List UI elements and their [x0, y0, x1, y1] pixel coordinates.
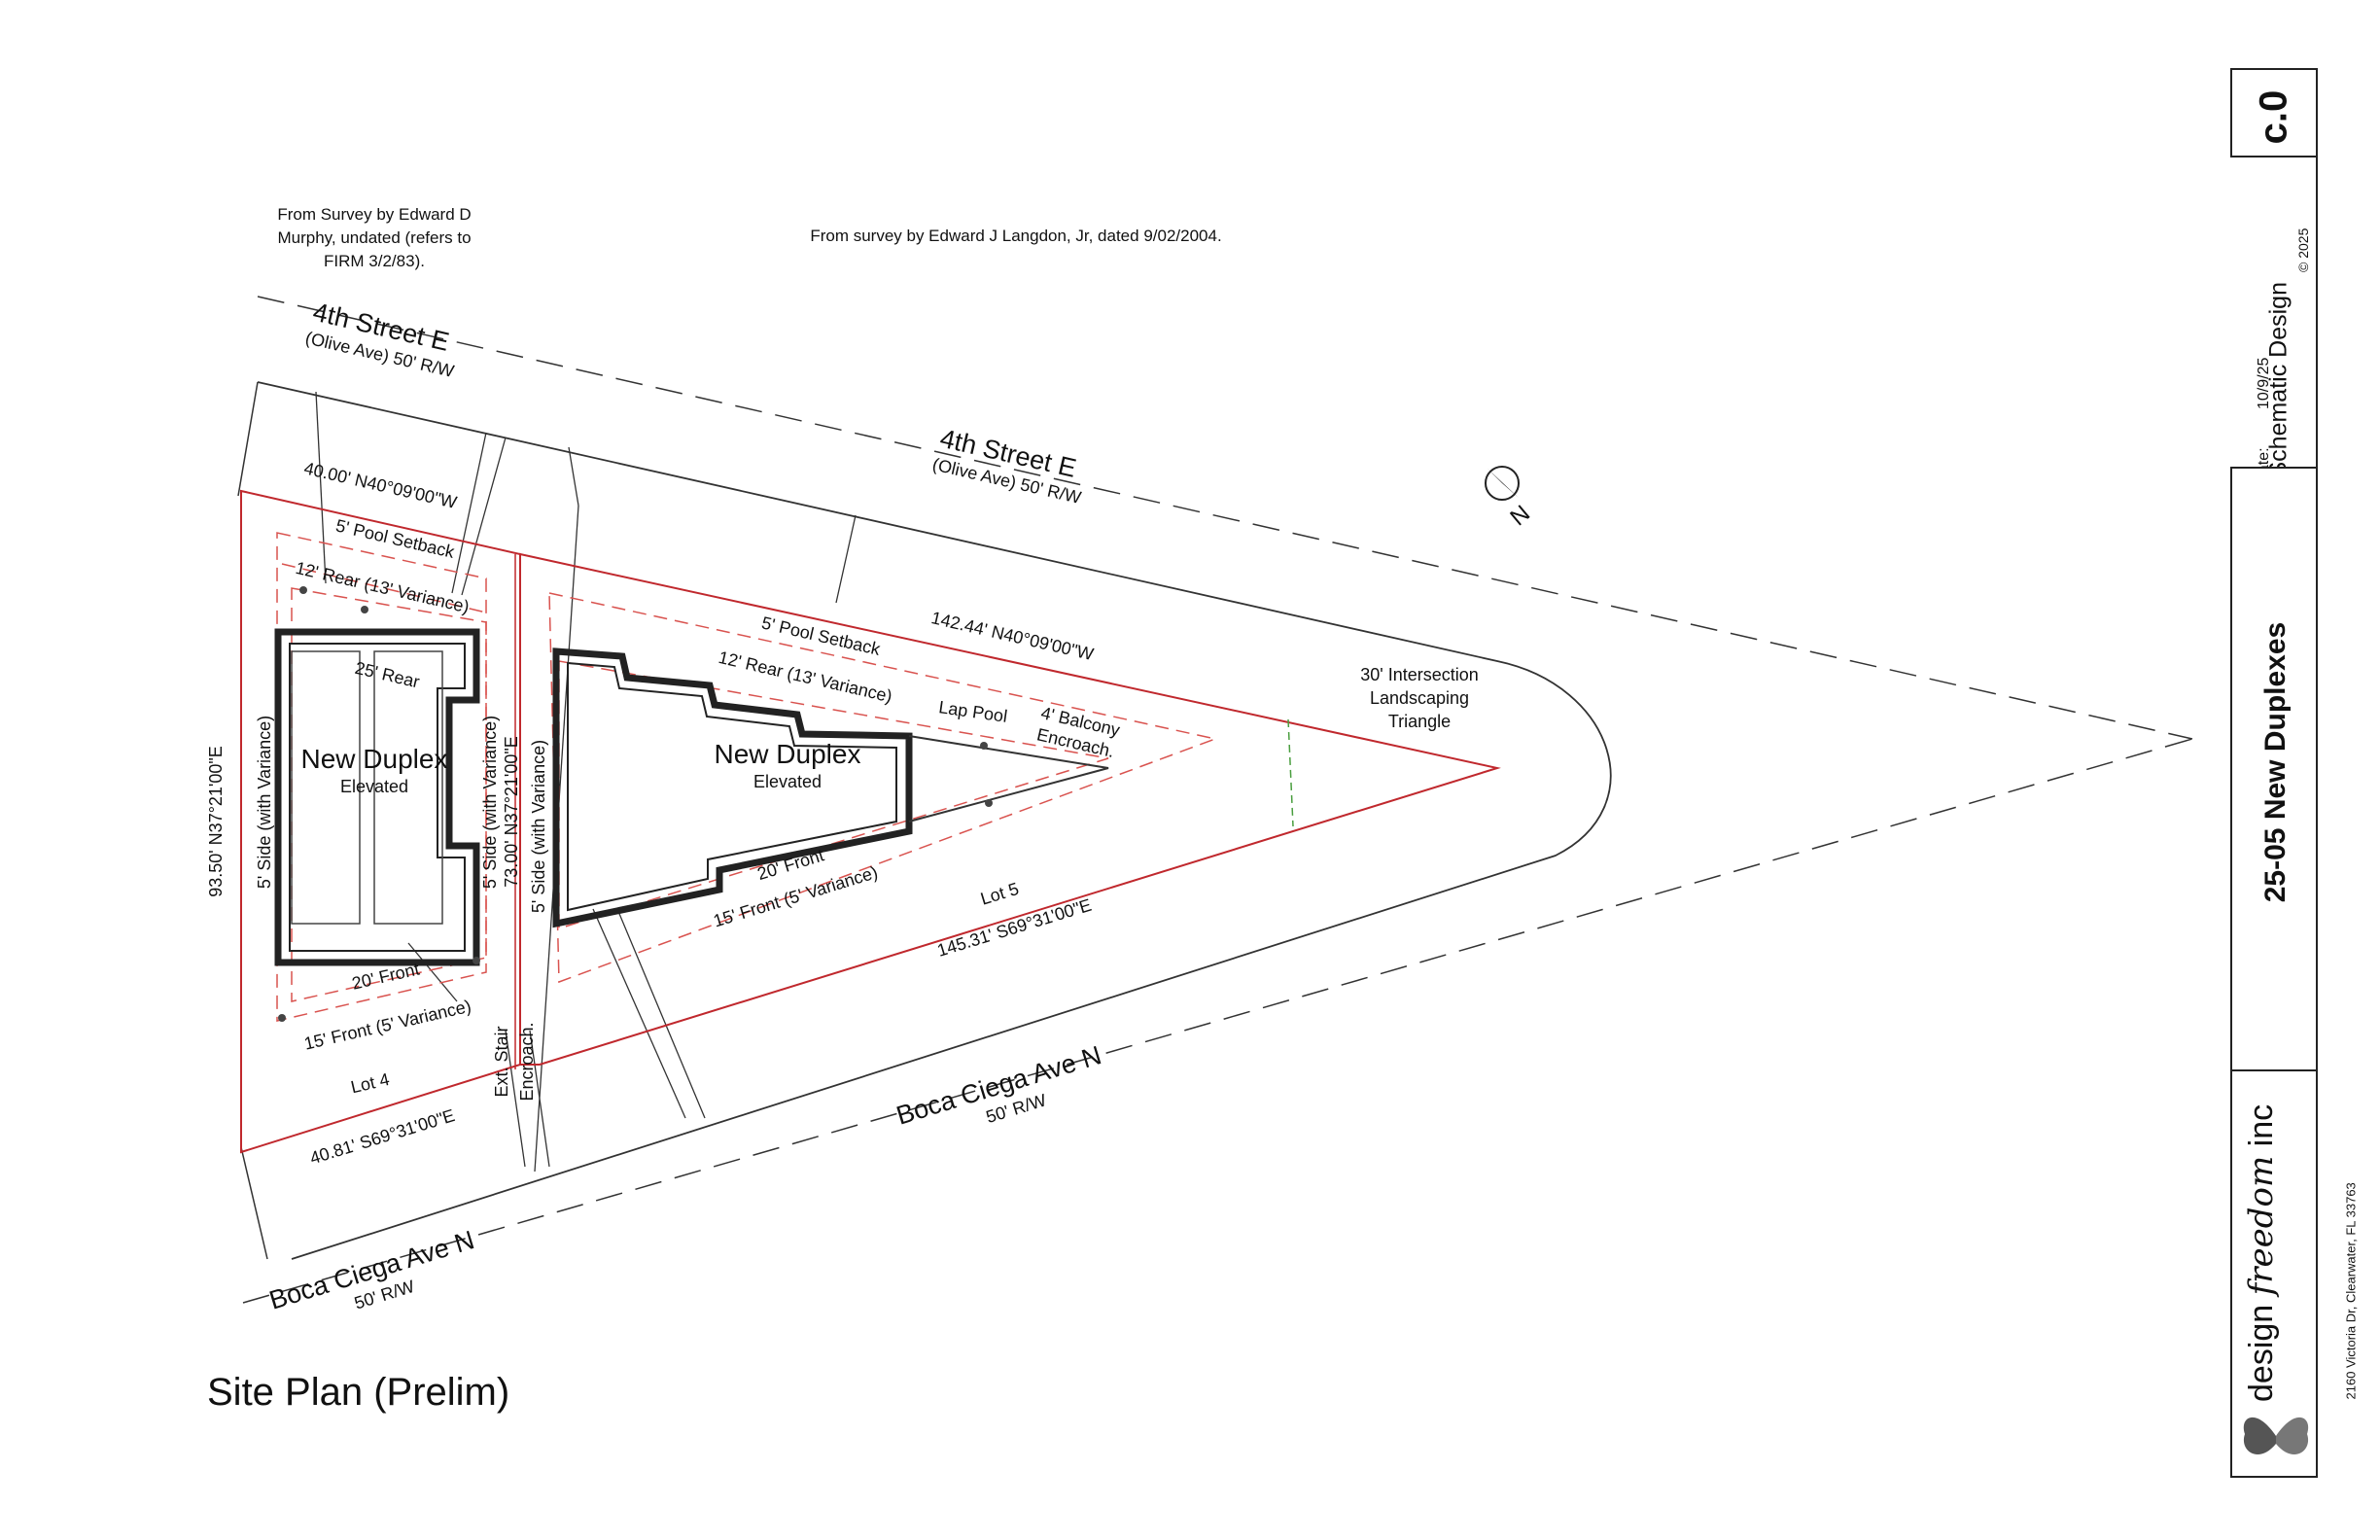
firm-wordmark: design freedom inc — [2242, 1071, 2281, 1402]
project-name: 25-05 New Duplexes — [2259, 621, 2292, 903]
site-markers — [278, 586, 993, 1022]
duplex-a-sub: Elevated — [340, 777, 408, 796]
survey-note-left-1: From Survey by Edward D — [277, 205, 471, 224]
triangle-label-3: Triangle — [1388, 712, 1451, 731]
setback-lot5-front20: 20' Front — [755, 845, 826, 884]
survey-note-left-3: FIRM 3/2/83). — [324, 252, 425, 270]
firm-freedom: freedom — [2242, 1155, 2281, 1296]
triangle-label-2: Landscaping — [1370, 688, 1469, 708]
lot5-label: Lot 5 — [978, 879, 1021, 909]
lap-pool-label: Lap Pool — [937, 697, 1008, 726]
setback-lot4-rear25: 25' Rear — [353, 658, 421, 692]
setback-lot4-pool: 5' Pool Setback — [333, 515, 457, 562]
dim-lot5-south: 145.31' S69°31'00"E — [935, 895, 1094, 961]
firm-design: design — [2243, 1304, 2280, 1402]
dim-lot5-north: 142.44' N40°09'00"W — [929, 608, 1096, 664]
setback-lot4-front15: 15' Front (5' Variance) — [302, 997, 473, 1054]
dim-lot4-north: 40.00' N40°09'00"W — [302, 458, 459, 512]
duplex-b-walls — [552, 648, 913, 928]
west-boundary-line-lower — [240, 1146, 268, 1260]
duplex-b-sub: Elevated — [753, 772, 822, 791]
west-boundary-line — [237, 381, 259, 497]
triangle-label-1: 30' Intersection — [1360, 665, 1479, 684]
sheet-number: c.0 — [2252, 89, 2295, 145]
setback-lot5-side: 5' Side (with Variance) — [529, 740, 548, 913]
ext-stair-label-2: Encroach. — [517, 1022, 537, 1101]
north-arrow-label: N — [1505, 501, 1535, 532]
firm-cell: design freedom inc 2160 Victoria Dr, Cle… — [2230, 1069, 2359, 1478]
duplex-a-walls — [274, 628, 480, 966]
setback-lot4-side-right: 5' Side (with Variance) — [480, 716, 500, 889]
sheet-number-cell: c.0 — [2230, 68, 2318, 158]
butterfly-logo-icon — [2243, 1417, 2309, 1455]
survey-note-right: From survey by Edward J Langdon, Jr, dat… — [810, 227, 1221, 245]
lap-pool-outline — [908, 735, 1109, 822]
setback-lot4-side-left: 5' Side (with Variance) — [255, 716, 274, 889]
date-value: 10/9/25 — [2256, 357, 2272, 409]
dim-lot4-west: 93.50' N37°21'00"E — [206, 746, 226, 897]
property-lines — [240, 489, 1501, 1154]
plan-title: Site Plan (Prelim) — [207, 1371, 509, 1414]
dim-shared-side: 73.00' N37°21'00"E — [502, 736, 521, 888]
street-centerlines — [242, 296, 2193, 1304]
right-of-way-line — [257, 381, 1612, 1260]
duplex-a-interior — [291, 650, 443, 925]
duplex-a-name: New Duplex — [301, 744, 448, 774]
title-block: c.0 Schematic Design date: 10/9/25 © 202… — [2230, 68, 2359, 1478]
intersection-triangle-line — [1287, 718, 1294, 827]
lot4-label: Lot 4 — [349, 1069, 392, 1097]
firm-address: 2160 Victoria Dr, Clearwater, FL 33763 — [2343, 1182, 2359, 1400]
project-cell: 25-05 New Duplexes — [2230, 467, 2318, 1069]
survey-note-left-2: Murphy, undated (refers to — [277, 228, 471, 247]
copyright: © 2025 — [2295, 228, 2311, 272]
duplex-b-name: New Duplex — [715, 739, 861, 769]
firm-inc: inc — [2243, 1103, 2280, 1147]
north-arrow: N — [1485, 466, 1535, 532]
dim-lot4-south: 40.81' S69°31'00"E — [307, 1105, 457, 1168]
ext-stair-label-1: Ext. Stair — [492, 1026, 511, 1097]
setback-lot4-rear12: 12' Rear (13' Variance) — [294, 558, 471, 617]
